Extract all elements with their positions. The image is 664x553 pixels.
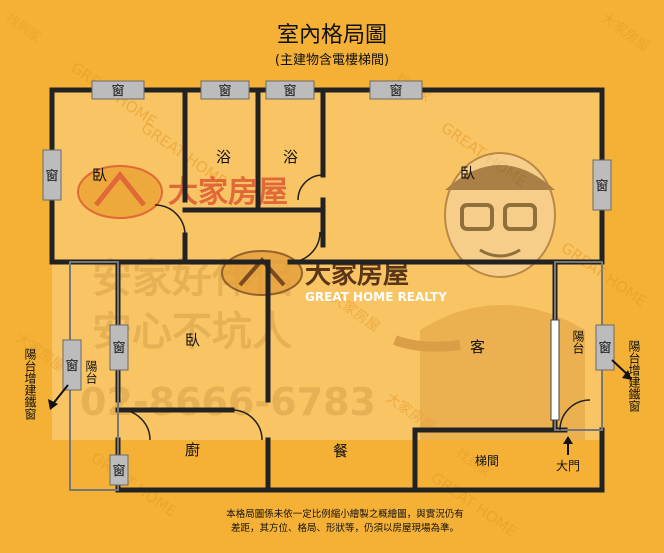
watermark-logo-top: 大家房屋 [77, 165, 288, 219]
svg-text:窗: 窗 [112, 340, 125, 356]
balcony-note-left-text: 陽台增建鐵窗 [23, 348, 37, 421]
window-right: 窗 [592, 159, 612, 211]
svg-text:窗: 窗 [283, 83, 296, 99]
room-bath-2: 浴 [283, 148, 298, 166]
window-left: 窗 [42, 149, 62, 201]
logo-roof-icon [94, 170, 146, 207]
balcony-label-right: 陽台 [571, 330, 585, 354]
svg-text:窗: 窗 [112, 463, 125, 479]
mascot-illustration [393, 152, 585, 440]
glasses-icon [460, 203, 494, 231]
page-title: 室內格局圖 [277, 23, 387, 48]
watermark-phone: 02-8666-6783 [80, 380, 376, 424]
door-swings [119, 174, 591, 441]
window-kitchen: 窗 [109, 454, 129, 486]
arrow-icon [48, 399, 58, 410]
room-bedroom-right: 臥 [460, 164, 475, 182]
room-kitchen: 廚 [185, 441, 200, 459]
main-door-label: 大門 [556, 459, 580, 473]
room-bedroom-left: 臥 [92, 166, 107, 184]
arrow-icon [622, 370, 632, 380]
footnote-line-2: 差距，其方位、格局、形狀等，仍須以房屋現場為準。 [231, 522, 459, 534]
svg-text:窗: 窗 [389, 83, 402, 99]
room-living: 客 [470, 338, 485, 356]
svg-text:窗: 窗 [111, 83, 124, 99]
window-balcony-right: 窗 [595, 324, 615, 371]
svg-text:窗: 窗 [65, 358, 78, 374]
window-top-2: 窗 [200, 80, 250, 100]
svg-text:窗: 窗 [45, 168, 58, 184]
window-balcony-left: 窗 [62, 339, 82, 391]
page-subtitle: (主建物含電樓梯間) [275, 52, 389, 68]
room-stairs: 梯間 [475, 454, 499, 468]
balcony-note-right: 陽台增建鐵窗 [611, 340, 641, 413]
svg-text:窗: 窗 [218, 83, 231, 99]
window-top-4: 窗 [369, 80, 423, 100]
room-dining: 餐 [333, 442, 348, 460]
room-bath-1: 浴 [216, 148, 231, 166]
logo-brand-cn: 大家房屋 [168, 175, 288, 210]
balcony-note-right-text: 陽台增建鐵窗 [627, 340, 641, 413]
window-top-3: 窗 [265, 80, 315, 100]
logo-brand-en: GREAT HOME REALTY [305, 290, 447, 304]
svg-text:窗: 窗 [595, 178, 608, 194]
window-bedroom-middle: 窗 [109, 324, 129, 371]
window-top-1: 窗 [91, 80, 145, 100]
windows: 窗 窗 窗 窗 窗 窗 窗 窗 窗 窗 [42, 80, 615, 486]
svg-text:窗: 窗 [598, 340, 611, 356]
footnote-line-1: 本格局圖係未依一定比例縮小繪製之概繪圖，與實況仍有 [226, 508, 464, 520]
balcony-note-left: 陽台增建鐵窗 [23, 348, 69, 421]
sliding-door [550, 319, 560, 421]
balcony-label-left: 陽台 [84, 360, 98, 384]
balcony-label-right-line1: 陽台 [571, 330, 585, 354]
main-door-arrow-icon [563, 436, 573, 455]
room-bedroom-middle: 臥 [185, 331, 200, 349]
balcony-label-left-line1: 陽台 [84, 360, 98, 384]
